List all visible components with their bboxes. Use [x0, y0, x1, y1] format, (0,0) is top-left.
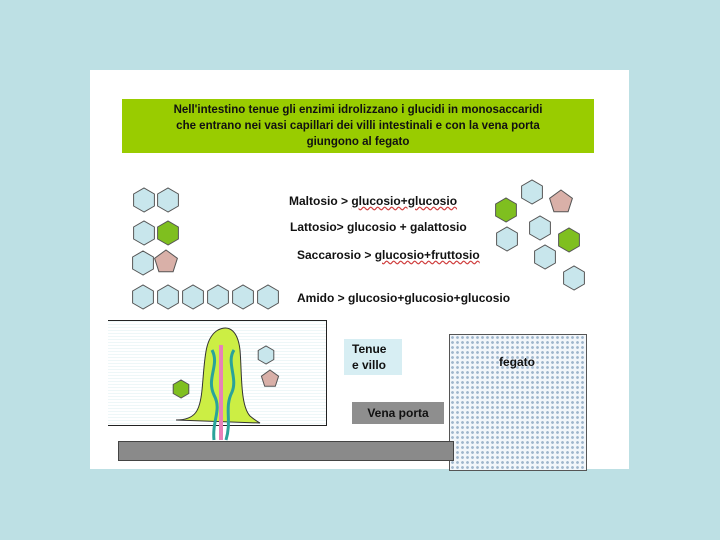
free-glucose-1 [522, 180, 543, 204]
maltosio-glucose-1 [134, 188, 155, 212]
villus-galactose [173, 380, 189, 398]
free-galactose-1 [496, 198, 517, 222]
lattosio-glucose [134, 221, 155, 245]
free-fructose-1 [550, 190, 573, 212]
amido-glucose-2 [158, 285, 179, 309]
amido-glucose-1 [133, 285, 154, 309]
free-glucose-5 [564, 266, 585, 290]
lattosio-galactose [158, 221, 179, 245]
saccarosio-fructose [155, 250, 178, 272]
villus-fructose [261, 370, 278, 386]
amido-glucose-4 [208, 285, 229, 309]
amido-glucose-6 [258, 285, 279, 309]
maltosio-glucose-2 [158, 188, 179, 212]
saccarosio-glucose [133, 251, 154, 275]
amido-glucose-3 [183, 285, 204, 309]
free-glucose-4 [535, 245, 556, 269]
amido-glucose-5 [233, 285, 254, 309]
villus-glucose [258, 346, 274, 364]
free-glucose-2 [530, 216, 551, 240]
free-glucose-3 [497, 227, 518, 251]
free-galactose-2 [559, 228, 580, 252]
